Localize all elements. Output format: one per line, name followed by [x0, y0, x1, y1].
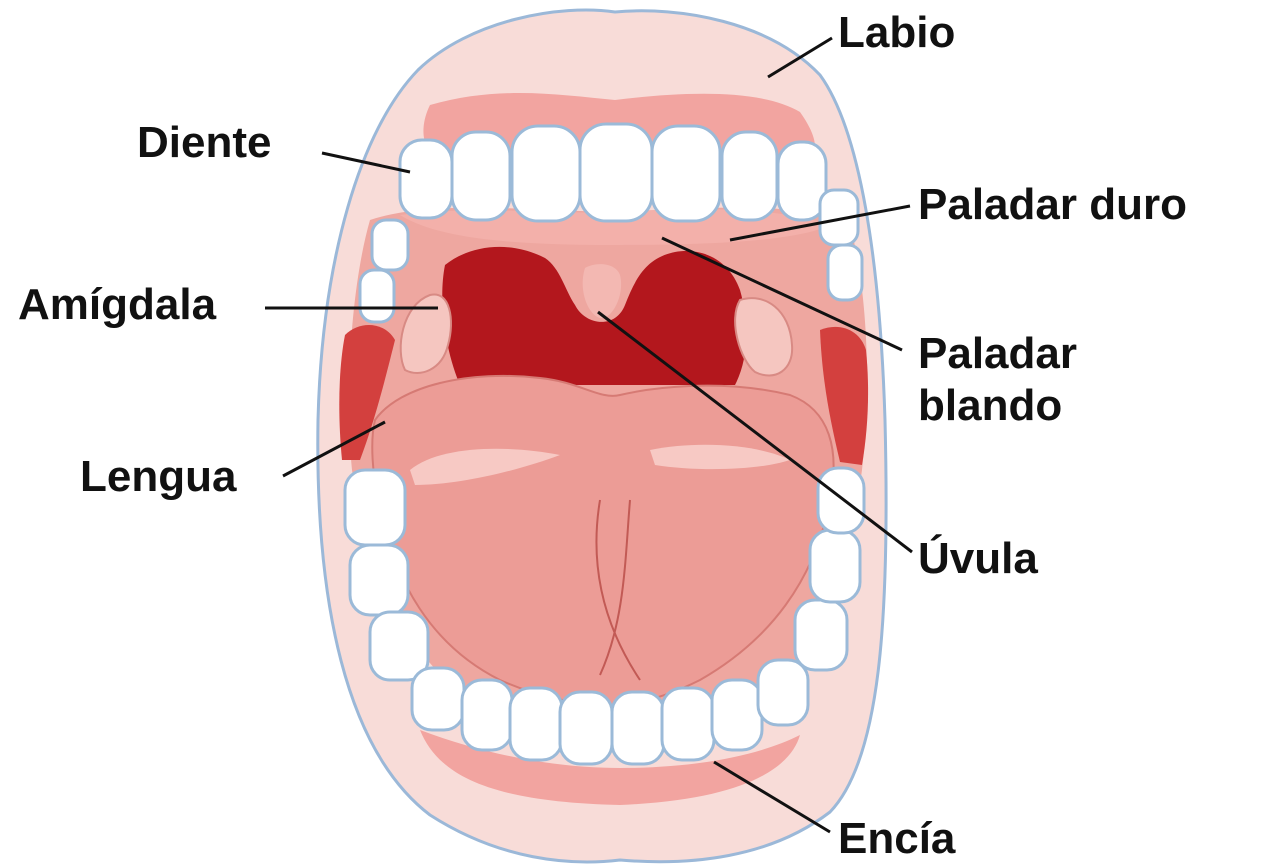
label-paladar-blando: Paladar blando: [918, 328, 1077, 432]
upper-teeth: [400, 124, 826, 221]
label-diente: Diente: [137, 118, 271, 168]
label-uvula: Úvula: [918, 534, 1038, 584]
label-paladar-duro: Paladar duro: [918, 180, 1187, 230]
label-paladar-blando-line2: blando: [918, 380, 1077, 432]
label-lengua: Lengua: [80, 452, 236, 502]
label-paladar-blando-line1: Paladar: [918, 328, 1077, 380]
label-encia: Encía: [838, 814, 955, 864]
label-labio: Labio: [838, 8, 955, 58]
label-amigdala: Amígdala: [18, 280, 216, 330]
